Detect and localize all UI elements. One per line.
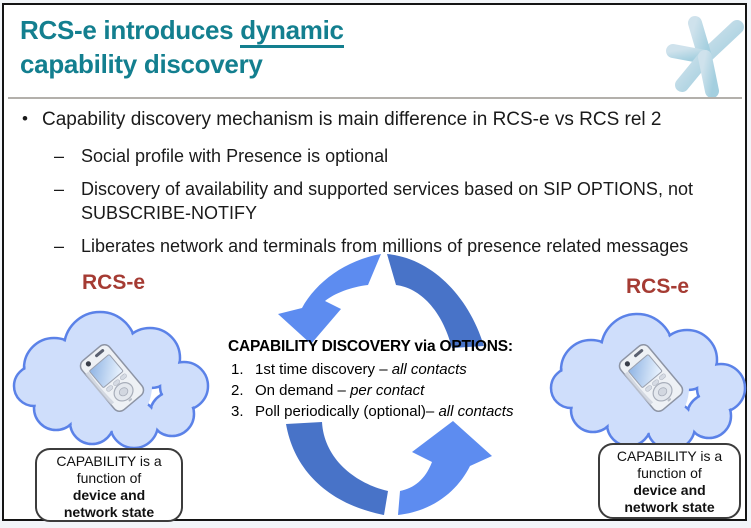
title-underlined-word: dynamic (240, 15, 344, 48)
options-heading: CAPABILITY DISCOVERY via OPTIONS: (228, 338, 513, 355)
note-line: CAPABILITY is a (56, 453, 162, 469)
sub-bullet-2-text: Discovery of availability and supported … (81, 179, 693, 223)
dash-marker: – (54, 179, 65, 199)
sub-bullet-1-text: Social profile with Presence is optional (81, 146, 389, 166)
right-capability-note: CAPABILITY is a function of device and n… (598, 443, 741, 519)
bullet-marker: • (22, 109, 28, 128)
sub-bullet-1: – Social profile with Presence is option… (54, 144, 739, 168)
page-title: RCS-e introduces dynamic capability disc… (20, 13, 640, 81)
right-network-cloud (549, 312, 747, 450)
mobile-phone-icon (618, 344, 684, 412)
item-text: Poll periodically (optional)– all contac… (255, 403, 514, 420)
sub-bullet-list: – Social profile with Presence is option… (54, 144, 739, 267)
left-network-cloud (12, 310, 210, 448)
options-panel: CAPABILITY DISCOVERY via OPTIONS: 1. 1st… (228, 338, 572, 422)
note-line-bold: device and (72, 487, 146, 503)
note-line-bold: network state (63, 504, 155, 520)
item-number: 3. (231, 403, 244, 420)
sub-bullet-2: – Discovery of availability and supporte… (54, 177, 739, 225)
sub-bullet-3: – Liberates network and terminals from m… (54, 234, 739, 258)
note-line: function of (76, 470, 142, 486)
title-line2: capability discovery (20, 49, 263, 79)
note-line-bold: device and (633, 482, 706, 498)
options-item-3: 3. Poll periodically (optional)– all con… (228, 401, 572, 422)
options-item-2: 2. On demand – per contact (228, 380, 572, 401)
item-text: On demand – per contact (255, 382, 425, 399)
item-number: 1. (231, 361, 244, 378)
cycle-arrow-bottom-icon (286, 421, 492, 515)
left-capability-note: CAPABILITY is a function of device and n… (35, 448, 183, 522)
item-number: 2. (231, 382, 244, 399)
options-item-1: 1. 1st time discovery – all contacts (228, 359, 572, 380)
note-line-bold: network state (624, 499, 715, 515)
left-rcse-label: RCS-e (81, 271, 145, 294)
note-line: function of (637, 465, 702, 481)
title-prefix: RCS-e introduces (20, 15, 241, 45)
sub-bullet-3-text: Liberates network and terminals from mil… (81, 236, 689, 256)
note-line: CAPABILITY is a (616, 448, 723, 464)
main-bullet: • Capability discovery mechanism is main… (22, 109, 732, 131)
dash-marker: – (54, 146, 65, 166)
title-divider (8, 97, 742, 99)
right-rcse-label: RCS-e (625, 275, 689, 298)
item-text: 1st time discovery – all contacts (255, 361, 467, 378)
mobile-phone-icon (79, 344, 145, 412)
asterisk-logo-icon (666, 16, 744, 98)
main-bullet-text: Capability discovery mechanism is main d… (42, 109, 662, 130)
cycle-arrow-top-icon (278, 254, 484, 348)
dash-marker: – (54, 236, 65, 256)
slide: RCS-e introduces dynamic capability disc… (2, 3, 747, 522)
